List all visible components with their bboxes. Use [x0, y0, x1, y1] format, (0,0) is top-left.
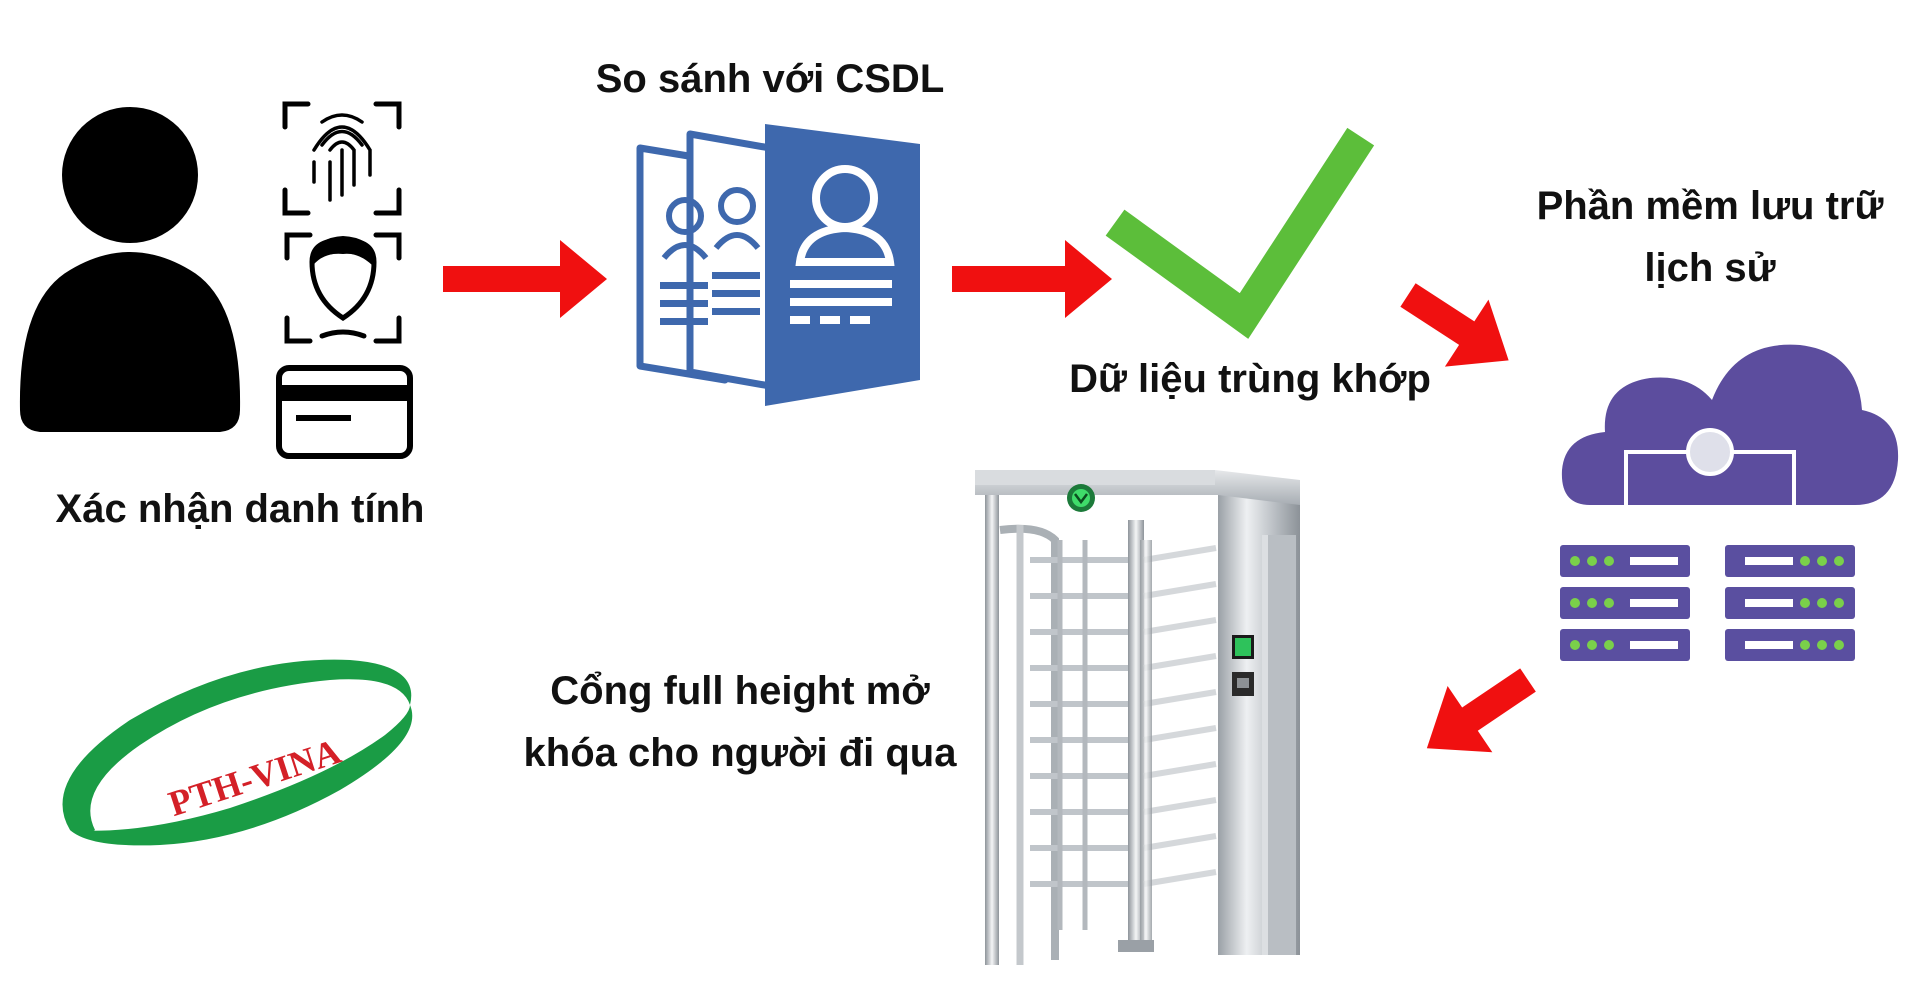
- arrow-storage-to-gate: [1426, 668, 1536, 753]
- arrow-compare-to-match: [952, 240, 1112, 318]
- label-gate: Cổng full height mở khóa cho người đi qu…: [500, 660, 980, 784]
- company-logo: PTH-VINA: [62, 659, 413, 846]
- fingerprint-icon: [282, 101, 402, 216]
- label-storage-line2: lịch sử: [1644, 246, 1776, 290]
- label-storage-line1: Phần mềm lưu trữ: [1536, 184, 1884, 228]
- label-identity: Xác nhận danh tính: [55, 487, 425, 531]
- label-storage: Phần mềm lưu trữ lịch sử: [1500, 175, 1920, 299]
- face-scan-icon: [284, 232, 402, 344]
- arrow-identity-to-compare: [443, 240, 607, 318]
- label-match: Dữ liệu trùng khớp: [1069, 357, 1431, 401]
- label-compare: So sánh với CSDL: [595, 57, 945, 101]
- person-silhouette-icon: [19, 107, 241, 432]
- card-icon: [276, 365, 413, 459]
- arrow-match-to-storage: [1400, 283, 1509, 367]
- label-gate-line2: khóa cho người đi qua: [523, 731, 957, 775]
- checkmark-icon: [1105, 127, 1375, 339]
- cloud-server-icon: [1560, 344, 1899, 661]
- label-gate-line1: Cổng full height mở: [550, 669, 930, 713]
- turnstile-gate-icon: [975, 470, 1300, 965]
- document-stack-icon: [636, 124, 920, 406]
